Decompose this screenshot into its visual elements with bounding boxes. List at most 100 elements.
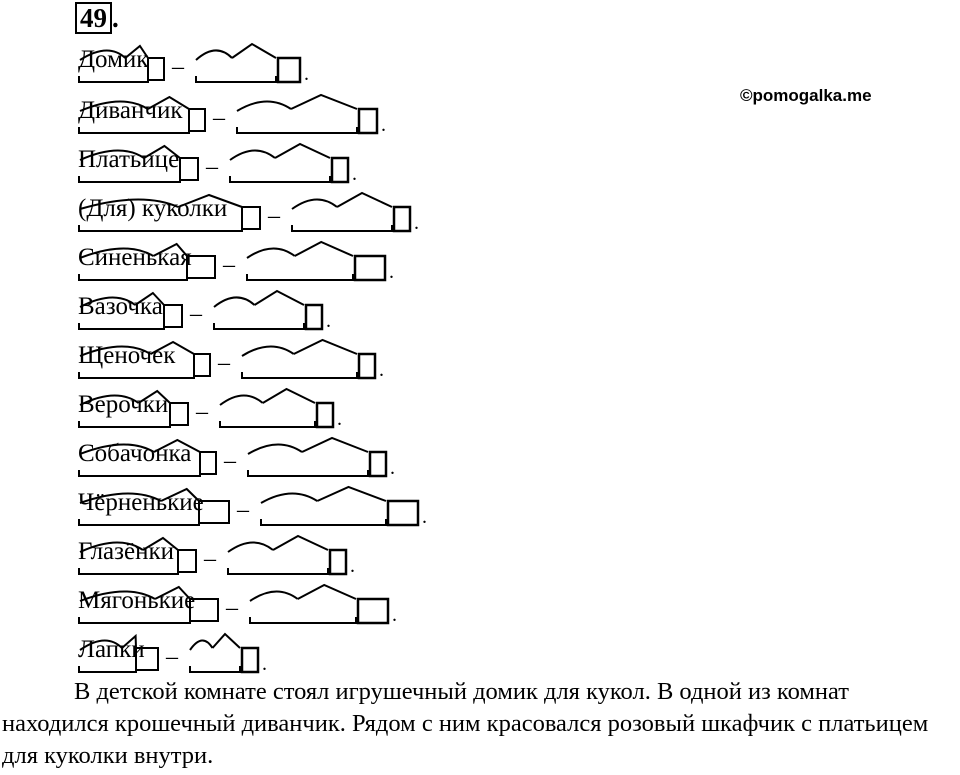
ending-box: [135, 647, 159, 671]
end-dot: .: [389, 261, 394, 283]
morpheme-diagram: –.: [78, 534, 355, 577]
blank-root-arc: [247, 443, 303, 455]
exercise-number: 49.: [75, 2, 119, 34]
ending-box: [179, 157, 199, 181]
blank-ending-box: [357, 352, 377, 380]
dash-text: –: [203, 546, 217, 572]
root-arc: [79, 394, 140, 406]
morpheme-diagram: –.: [78, 436, 395, 479]
stem-bracket: [78, 323, 165, 330]
stem-bracket: [78, 568, 179, 575]
morpheme-diagram: –.: [78, 191, 419, 234]
blank-suffix-roof: [231, 42, 277, 59]
blank-root-arc: [249, 590, 299, 602]
ending-box: [189, 598, 219, 622]
blank-suffix-roof: [336, 191, 393, 208]
stem-bracket: [78, 470, 201, 477]
suffix-roof: [137, 389, 171, 404]
blank-suffix-roof: [294, 240, 354, 257]
blank-stem-bracket: [247, 470, 369, 477]
ending-box: [186, 255, 216, 279]
blank-root-arc: [241, 345, 295, 357]
root-arc: [79, 198, 179, 210]
blank-root-arc: [229, 149, 276, 161]
exercise-number-dot: .: [112, 3, 119, 33]
blank-root-arc: [219, 394, 264, 406]
end-dot: .: [392, 604, 397, 626]
ending-box: [198, 500, 230, 524]
blank-stem-bracket: [195, 76, 277, 83]
end-dot: .: [337, 408, 342, 430]
dash-text: –: [223, 448, 237, 474]
stem-bracket: [78, 519, 200, 526]
blank-ending-box: [328, 548, 348, 576]
suffix-roof: [142, 536, 179, 551]
root-arc: [79, 492, 162, 504]
blank-root-arc: [260, 492, 318, 504]
suffix-roof: [147, 95, 190, 110]
stem-bracket: [78, 372, 195, 379]
suffix-roof: [152, 242, 188, 257]
morpheme-diagram: –.: [78, 289, 331, 332]
root-arc: [79, 590, 156, 602]
dash-text: –: [225, 595, 239, 621]
dash-text: –: [222, 252, 236, 278]
blank-stem-bracket: [189, 666, 241, 673]
ending-box: [147, 57, 165, 81]
root-arc: [79, 49, 126, 61]
suffix-roof: [154, 585, 191, 600]
root-arc: [79, 100, 149, 112]
word-label: Платьице: [78, 146, 180, 173]
morpheme-diagram: –.: [78, 142, 357, 185]
stem-bracket: [78, 617, 191, 624]
blank-ending-box: [392, 205, 412, 233]
ending-box: [199, 451, 217, 475]
blank-root-arc: [213, 296, 256, 308]
blank-stem-bracket: [219, 421, 316, 428]
blank-root-arc: [189, 639, 214, 651]
ending-box: [188, 108, 206, 132]
root-arc: [79, 296, 136, 308]
blank-stem-bracket: [246, 274, 354, 281]
dash-text: –: [236, 497, 250, 523]
blank-ending-box: [330, 156, 350, 184]
blank-stem-bracket: [249, 617, 357, 624]
blank-root-arc: [195, 49, 233, 61]
dash-text: –: [165, 644, 179, 670]
blank-root-arc: [236, 100, 292, 112]
end-dot: .: [352, 163, 357, 185]
root-arc: [79, 345, 152, 357]
end-dot: .: [414, 212, 419, 234]
suffix-roof: [153, 438, 201, 453]
text-paragraph: В детской комнате стоял игрушечный домик…: [2, 676, 958, 772]
ending-box: [169, 402, 189, 426]
dash-text: –: [267, 203, 281, 229]
blank-root-arc: [227, 541, 274, 553]
stem-bracket: [78, 421, 171, 428]
morpheme-diagram: –.: [78, 485, 427, 528]
blank-stem-bracket: [291, 225, 393, 232]
morpheme-diagram: –.: [78, 240, 394, 283]
blank-ending-box: [386, 499, 420, 527]
dash-text: –: [205, 154, 219, 180]
end-dot: .: [379, 359, 384, 381]
blank-ending-box: [356, 597, 390, 625]
blank-stem-bracket: [213, 323, 305, 330]
blank-ending-box: [368, 450, 388, 478]
stem-bracket: [78, 76, 149, 83]
suffix-roof: [124, 44, 149, 59]
blank-suffix-roof: [290, 93, 358, 110]
morpheme-diagram: –.: [78, 338, 384, 381]
morpheme-diagram: –.: [78, 583, 397, 626]
end-dot: .: [350, 555, 355, 577]
ending-box: [193, 353, 211, 377]
blank-suffix-roof: [274, 142, 331, 159]
ending-box: [241, 206, 261, 230]
dash-text: –: [195, 399, 209, 425]
blank-suffix-roof: [301, 436, 369, 453]
suffix-roof: [134, 291, 165, 306]
blank-root-arc: [246, 247, 296, 259]
blank-ending-box: [276, 56, 302, 84]
stem-bracket: [78, 225, 243, 232]
